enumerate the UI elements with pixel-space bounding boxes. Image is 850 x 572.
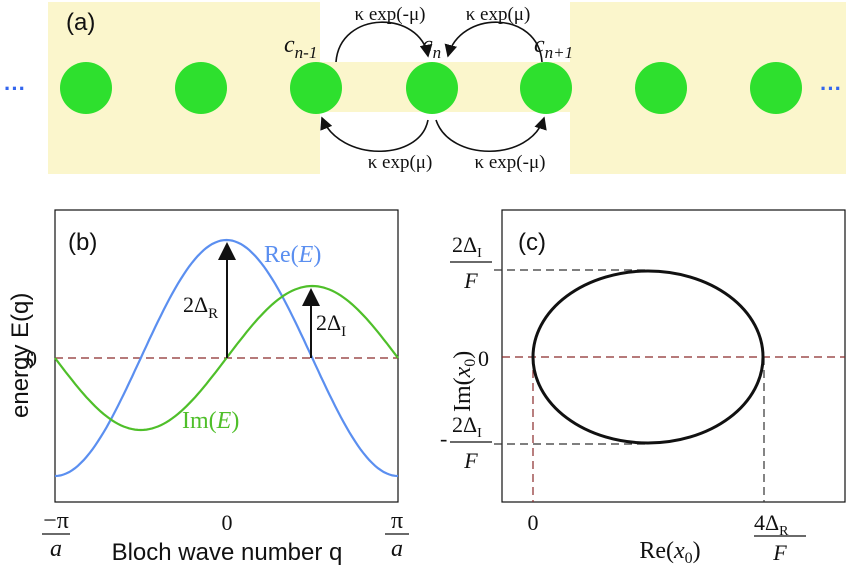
x-axis-label-b: Bloch wave number q	[112, 539, 343, 566]
svg-text:F: F	[772, 540, 787, 565]
y-axis-label-b: energy E(q)	[7, 293, 34, 418]
ellipsis-right: ···	[820, 76, 842, 101]
site	[175, 62, 227, 114]
site	[60, 62, 112, 114]
site-n	[406, 62, 458, 114]
svg-text:-: -	[440, 426, 447, 451]
coupling-bottom-left: κ exp(μ)	[368, 152, 433, 173]
hop-arrow-bottom-left	[320, 116, 429, 153]
ellipse-trajectory	[531, 269, 765, 445]
re-e-curve	[54, 238, 399, 478]
hop-arrow-top-right	[444, 21, 543, 63]
panel-b-label: (b)	[68, 229, 97, 256]
panel-c-label: (c)	[518, 229, 546, 256]
bottom-arrow-backdrop	[320, 112, 570, 174]
x-tick-right-b: π a	[385, 508, 409, 562]
coupling-bottom-right: κ exp(-μ)	[475, 152, 546, 173]
y-tick-bottom-c: - 2ΔI F	[440, 412, 492, 473]
panel-c: (c) 2ΔI F 0 - 2ΔI F Im(x0) 0 4ΔR F Re(x0…	[440, 209, 846, 567]
svg-text:F: F	[463, 268, 478, 293]
delta-r-label: 2ΔR	[183, 292, 218, 322]
panel-b: (b) Re(E) Im(E) 2ΔR 2ΔI 0 energy E(q) −π…	[7, 209, 409, 566]
svg-text:4ΔR: 4ΔR	[754, 510, 789, 539]
label-c-n-minus-1: cn-1	[284, 32, 317, 62]
site	[635, 62, 687, 114]
x-axis-label-c: Re(x0)	[639, 538, 700, 567]
panel-c-frame	[501, 209, 846, 503]
hop-arrow-top-left	[335, 21, 433, 63]
coupling-top-right: κ exp(μ)	[466, 4, 531, 25]
hop-arrow-bottom-right	[435, 116, 547, 153]
delta-i-label: 2ΔI	[316, 310, 346, 340]
svg-text:−π: −π	[43, 508, 69, 534]
svg-text:π: π	[391, 508, 403, 534]
svg-text:2ΔI: 2ΔI	[452, 232, 482, 261]
site-n-plus-1	[520, 62, 572, 114]
x-tick-left-b: −π a	[42, 508, 70, 562]
site-n-minus-1	[290, 62, 342, 114]
x-tick-right-c: 4ΔR F	[754, 510, 806, 565]
svg-text:F: F	[463, 448, 478, 473]
coupling-top-left: κ exp(-μ)	[355, 4, 426, 25]
label-c-n-plus-1: cn+1	[534, 32, 573, 62]
lattice-sites	[60, 62, 802, 114]
im-e-label: Im(E)	[182, 408, 239, 434]
y-tick-zero-b: 0	[26, 346, 37, 371]
re-e-label: Re(E)	[264, 242, 321, 268]
panel-b-frame	[54, 209, 399, 503]
y-axis-label-c: Im(x0)	[450, 351, 479, 412]
svg-text:a: a	[50, 536, 62, 562]
x-tick-zero-c: 0	[528, 510, 539, 535]
svg-text:a: a	[391, 536, 403, 562]
panel-a-label: (a)	[66, 9, 95, 36]
y-tick-top-c: 2ΔI F	[450, 232, 492, 293]
x-tick-center-b: 0	[222, 510, 233, 535]
site	[750, 62, 802, 114]
ellipsis-left: ···	[4, 76, 26, 101]
svg-text:2ΔI: 2ΔI	[452, 412, 482, 441]
panel-a: (a) ··· ··· cn-1 cn cn+1 κ exp(-μ) κ exp…	[4, 0, 846, 174]
y-tick-zero-c: 0	[478, 346, 489, 371]
